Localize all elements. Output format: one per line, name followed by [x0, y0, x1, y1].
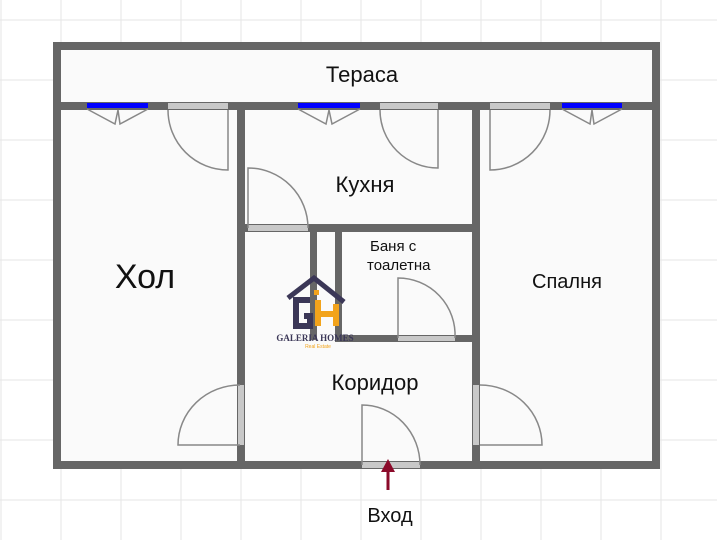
window-kitchen — [298, 103, 360, 108]
svg-text:GALERIA HOMES: GALERIA HOMES — [276, 333, 353, 343]
closet-wall — [310, 232, 317, 340]
window-bedroom — [562, 103, 622, 108]
bathroom-wall-left — [335, 232, 342, 342]
entrance-arrow-icon — [381, 459, 395, 490]
room-label-bathroom-2: тоалетна — [367, 257, 431, 274]
outer-wall-top — [53, 42, 660, 50]
entrance-label: Вход — [367, 505, 413, 527]
galeria-homes-logo: GALERIA HOMES Real Estate — [276, 274, 354, 350]
svg-text:Real Estate: Real Estate — [305, 344, 331, 350]
door-kitchen-terrace — [379, 109, 439, 169]
room-label-kitchen: Кухня — [336, 172, 395, 197]
door-bathroom — [397, 277, 456, 339]
room-label-bedroom: Спалня — [532, 271, 602, 293]
door-kitchen — [247, 167, 309, 229]
door-living — [177, 384, 241, 446]
door-bedroom — [479, 384, 543, 446]
door-entrance — [361, 404, 421, 466]
kitchen-wall — [245, 224, 472, 232]
room-label-corridor: Коридор — [332, 370, 419, 395]
doors — [167, 109, 551, 466]
door-bedroom-terrace — [489, 109, 551, 171]
room-label-terrace: Тераса — [326, 62, 399, 87]
outer-wall-right — [652, 42, 660, 469]
window-living — [87, 103, 148, 108]
outer-wall-left — [53, 42, 61, 469]
outer-wall-bottom — [53, 461, 660, 469]
floor — [57, 46, 656, 464]
door-living-terrace — [167, 109, 229, 171]
bedroom-wall — [472, 110, 480, 465]
room-label-living: Хол — [115, 258, 175, 296]
living-wall — [237, 110, 245, 465]
room-label-bathroom-1: Баня с — [370, 238, 417, 255]
windows — [86, 103, 623, 126]
